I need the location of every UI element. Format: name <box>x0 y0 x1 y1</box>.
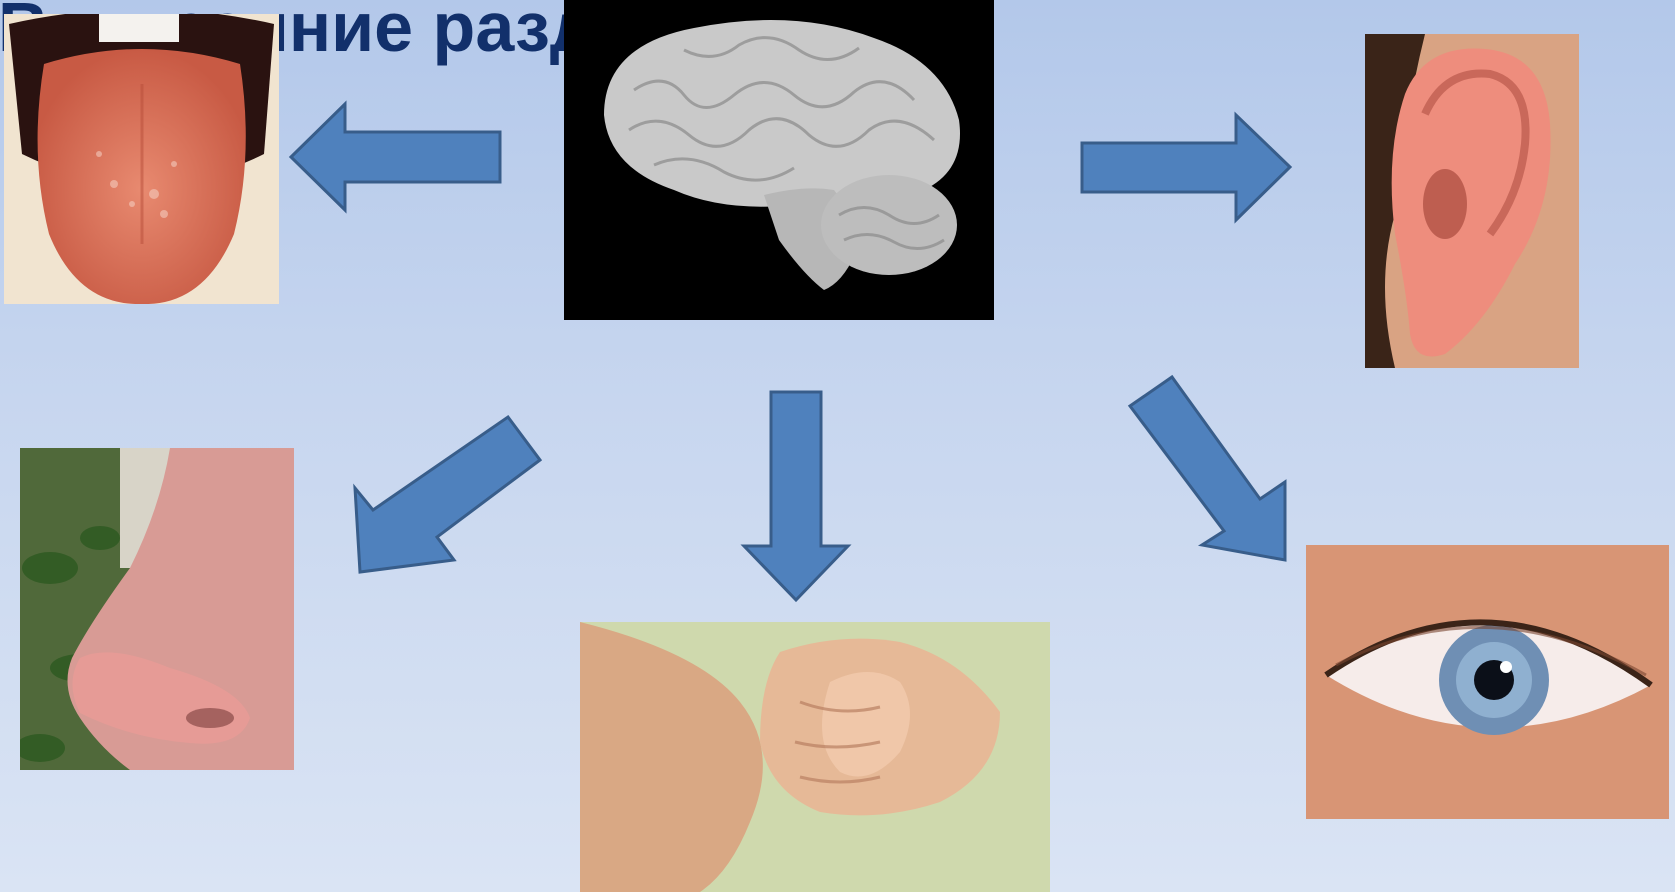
arrow-to-nose-icon <box>340 400 550 585</box>
tongue-image <box>4 14 279 304</box>
arrow-to-hands-icon <box>738 388 853 606</box>
arrow-to-ear-icon <box>1078 110 1298 225</box>
hands-image <box>580 622 1050 892</box>
ear-image <box>1365 34 1579 368</box>
eye-image <box>1306 545 1669 819</box>
arrow-to-tongue-icon <box>285 100 505 215</box>
arrow-to-eye-icon <box>1120 372 1295 567</box>
brain-image <box>564 0 994 320</box>
nose-image <box>20 448 294 770</box>
